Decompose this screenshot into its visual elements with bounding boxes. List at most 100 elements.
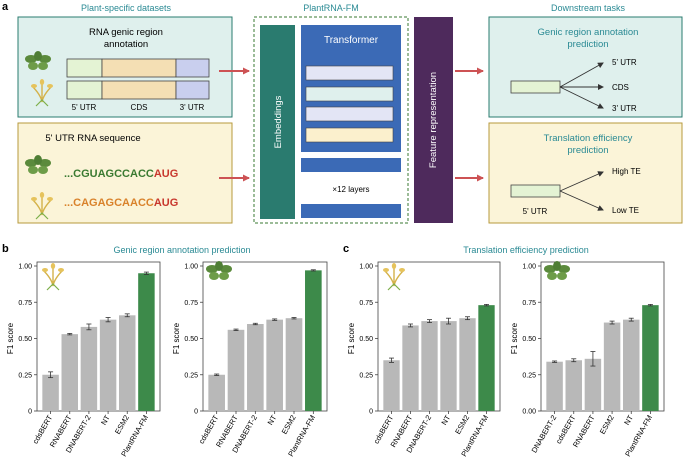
- plantrna-fm-model: Embeddings Transformer ×12 layers: [253, 16, 409, 224]
- bar-esm2: [459, 318, 476, 411]
- sequence-1-prefix: ...CGUAGCCACC: [64, 168, 154, 180]
- bar-esm2: [603, 322, 621, 411]
- task1-out-5utr: 5' UTR: [612, 58, 637, 67]
- y-tick-label: 0.50: [522, 336, 536, 343]
- plot-frame: [36, 261, 161, 412]
- bar-dnabert-2: [247, 324, 264, 411]
- task1-arrow-3: [559, 86, 604, 109]
- y-tick-label: 0.25: [18, 372, 32, 379]
- bar-plantrna-fm: [478, 305, 495, 411]
- bar-rnabert: [402, 325, 419, 411]
- utr-box-title: 5' UTR RNA sequence: [45, 133, 140, 144]
- bar-nt: [266, 319, 283, 411]
- x-tick-label: DNABERT-2: [530, 414, 559, 455]
- tasks-header: Downstream tasks: [551, 3, 626, 13]
- bar-cdsbert: [565, 360, 582, 411]
- panel-c-title: Translation efficiency prediction: [463, 245, 589, 255]
- bar-rnabert: [227, 329, 245, 411]
- bar-cdsbert: [383, 360, 400, 411]
- bar-rnabert: [61, 334, 78, 411]
- arabidopsis-icon: [544, 261, 570, 280]
- rna-box-title-2: annotation: [104, 39, 148, 50]
- task1-title-1: Genic region annotation: [538, 27, 639, 38]
- panel-c-label: c: [343, 243, 349, 255]
- y-tick-label: 0: [28, 409, 32, 416]
- rice-icon: [382, 262, 406, 291]
- panel-b-title: Genic region annotation prediction: [113, 245, 250, 255]
- bar-plantrna-fm: [305, 270, 322, 411]
- task1-out-3utr: 3' UTR: [612, 104, 637, 113]
- plot-frame: [202, 261, 328, 412]
- x-tick-label: NT: [439, 413, 452, 427]
- y-tick-label: 0.75: [359, 300, 373, 307]
- layers-label: ×12 layers: [332, 185, 369, 194]
- rice-icon: [41, 262, 65, 291]
- y-tick-label: 1.00: [184, 264, 198, 271]
- seg-label-cds: CDS: [131, 103, 148, 112]
- x-tick-label: ESM2: [598, 414, 616, 436]
- datasets-header: Plant-specific datasets: [81, 3, 172, 13]
- x-tick-label: NT: [622, 413, 635, 427]
- arabidopsis-icon: [206, 261, 232, 280]
- rna-box-title-1: RNA genic region: [89, 27, 163, 38]
- y-axis-label: F1 score: [510, 322, 519, 354]
- x-tick-label: NT: [99, 413, 112, 427]
- model-header: PlantRNA-FM: [303, 3, 359, 13]
- task2-input: [510, 184, 561, 198]
- bar-plantrna-fm: [642, 305, 659, 411]
- bar-esm2: [285, 318, 303, 411]
- y-tick-label: 0.75: [522, 300, 536, 307]
- segment-3utr: [175, 58, 210, 78]
- sequence-2: ...CAGAGCAACCAUG: [64, 197, 178, 209]
- y-tick-label: 0: [369, 409, 373, 416]
- bar-rnabert: [584, 358, 602, 411]
- task2-arrow-2: [559, 190, 604, 211]
- panel-a-label: a: [2, 1, 9, 13]
- layer-block-2: [301, 204, 401, 218]
- y-tick-label: 0.50: [184, 336, 198, 343]
- token-row-2: [305, 86, 394, 102]
- x-tick-label: ESM2: [280, 414, 298, 436]
- bar-dnabert-2: [421, 321, 438, 411]
- y-axis-label: F1 score: [172, 322, 181, 354]
- y-tick-label: 0: [194, 409, 198, 416]
- panel-b-label: b: [2, 243, 9, 255]
- x-tick-label: NT: [266, 413, 279, 427]
- y-tick-label: 0.25: [184, 372, 198, 379]
- bar-esm2: [119, 315, 136, 411]
- task2-title-2: prediction: [567, 145, 608, 156]
- layer-block-1: [301, 158, 401, 172]
- bar-nt: [99, 319, 117, 411]
- bar-nt: [623, 319, 640, 411]
- segment-cds-b: [101, 80, 177, 100]
- seg-label-3utr: 3' UTR: [180, 103, 205, 112]
- y-tick-label: 0.75: [18, 300, 32, 307]
- segment-5utr: [66, 58, 103, 78]
- y-tick-label: 0.00: [522, 409, 536, 416]
- task1-title-2: prediction: [567, 39, 608, 50]
- y-tick-label: 1.00: [522, 264, 536, 271]
- y-tick-label: 0.50: [18, 336, 32, 343]
- task2-input-label: 5' UTR: [523, 207, 548, 216]
- bar-dnabert-2: [80, 326, 98, 411]
- token-row-4: [305, 127, 394, 143]
- x-tick-label: ESM2: [113, 414, 131, 436]
- seg-label-5utr: 5' UTR: [72, 103, 97, 112]
- y-tick-label: 0.25: [522, 372, 536, 379]
- feature-representation-block: [414, 17, 453, 223]
- genic-region-task-box: Genic region annotation prediction 5' UT…: [488, 16, 683, 118]
- bar-nt: [440, 321, 457, 411]
- utr-sequence-box: 5' UTR RNA sequence ...CGUAGCCACCAUG ...…: [17, 122, 233, 224]
- sequence-2-prefix: ...CAGAGCAACC: [64, 197, 154, 209]
- token-row-3: [305, 106, 394, 122]
- embeddings-label: Embeddings: [273, 95, 284, 148]
- token-row-1: [305, 65, 394, 81]
- rna-genic-region-box: RNA genic region annotation 5' UTR CDS 3…: [17, 16, 233, 118]
- segment-3utr-b: [175, 80, 210, 100]
- y-tick-label: 0.75: [184, 300, 198, 307]
